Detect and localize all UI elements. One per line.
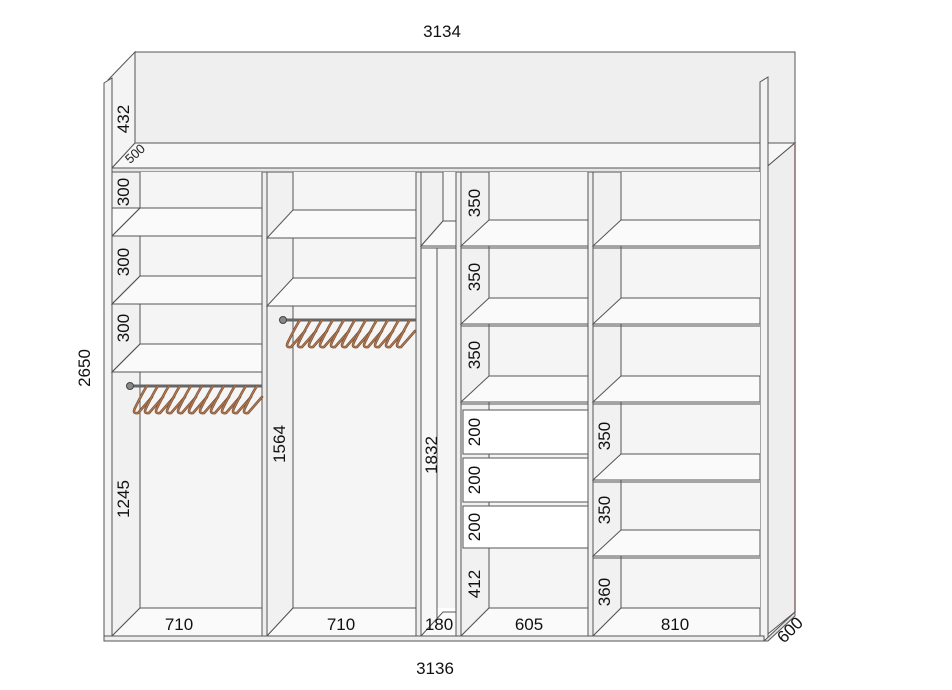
interior [103, 171, 796, 642]
s4-drawer-1-label: 200 [465, 418, 484, 446]
top-compartment [107, 50, 797, 173]
right-side-panel [759, 76, 796, 641]
s5-shelf-1-label: 350 [595, 422, 614, 450]
hanging-rod-left [126, 382, 264, 415]
top-width-label: 3134 [423, 22, 461, 41]
s4-drawer-2-label: 200 [465, 466, 484, 494]
s3-width-label: 180 [425, 615, 453, 634]
s2-hanging-label: 1564 [270, 425, 289, 463]
s4-shelf-1-label: 350 [465, 189, 484, 217]
s5-bottom-label: 360 [595, 578, 614, 606]
s1-shelf-1-label: 300 [114, 178, 133, 206]
top-box-height-label: 432 [114, 105, 133, 133]
s4-bottom-label: 412 [465, 570, 484, 598]
left-side-panel [103, 77, 113, 641]
s1-shelf-2-label: 300 [114, 248, 133, 276]
overall-height-label: 2650 [75, 349, 94, 387]
s5-width-label: 810 [661, 615, 689, 634]
s3-height-label: 1832 [422, 436, 441, 474]
s4-width-label: 605 [515, 615, 543, 634]
hanging-rod-middle [279, 316, 417, 349]
s5-shelf-2-label: 350 [595, 496, 614, 524]
s1-hanging-label: 1245 [114, 480, 133, 518]
s4-drawer-3-label: 200 [465, 513, 484, 541]
s4-shelf-3-label: 350 [465, 341, 484, 369]
s1-width-label: 710 [165, 615, 193, 634]
s1-shelf-3-label: 300 [114, 314, 133, 342]
bottom-width-label: 3136 [416, 659, 454, 678]
s4-shelf-2-label: 350 [465, 263, 484, 291]
s2-width-label: 710 [327, 615, 355, 634]
